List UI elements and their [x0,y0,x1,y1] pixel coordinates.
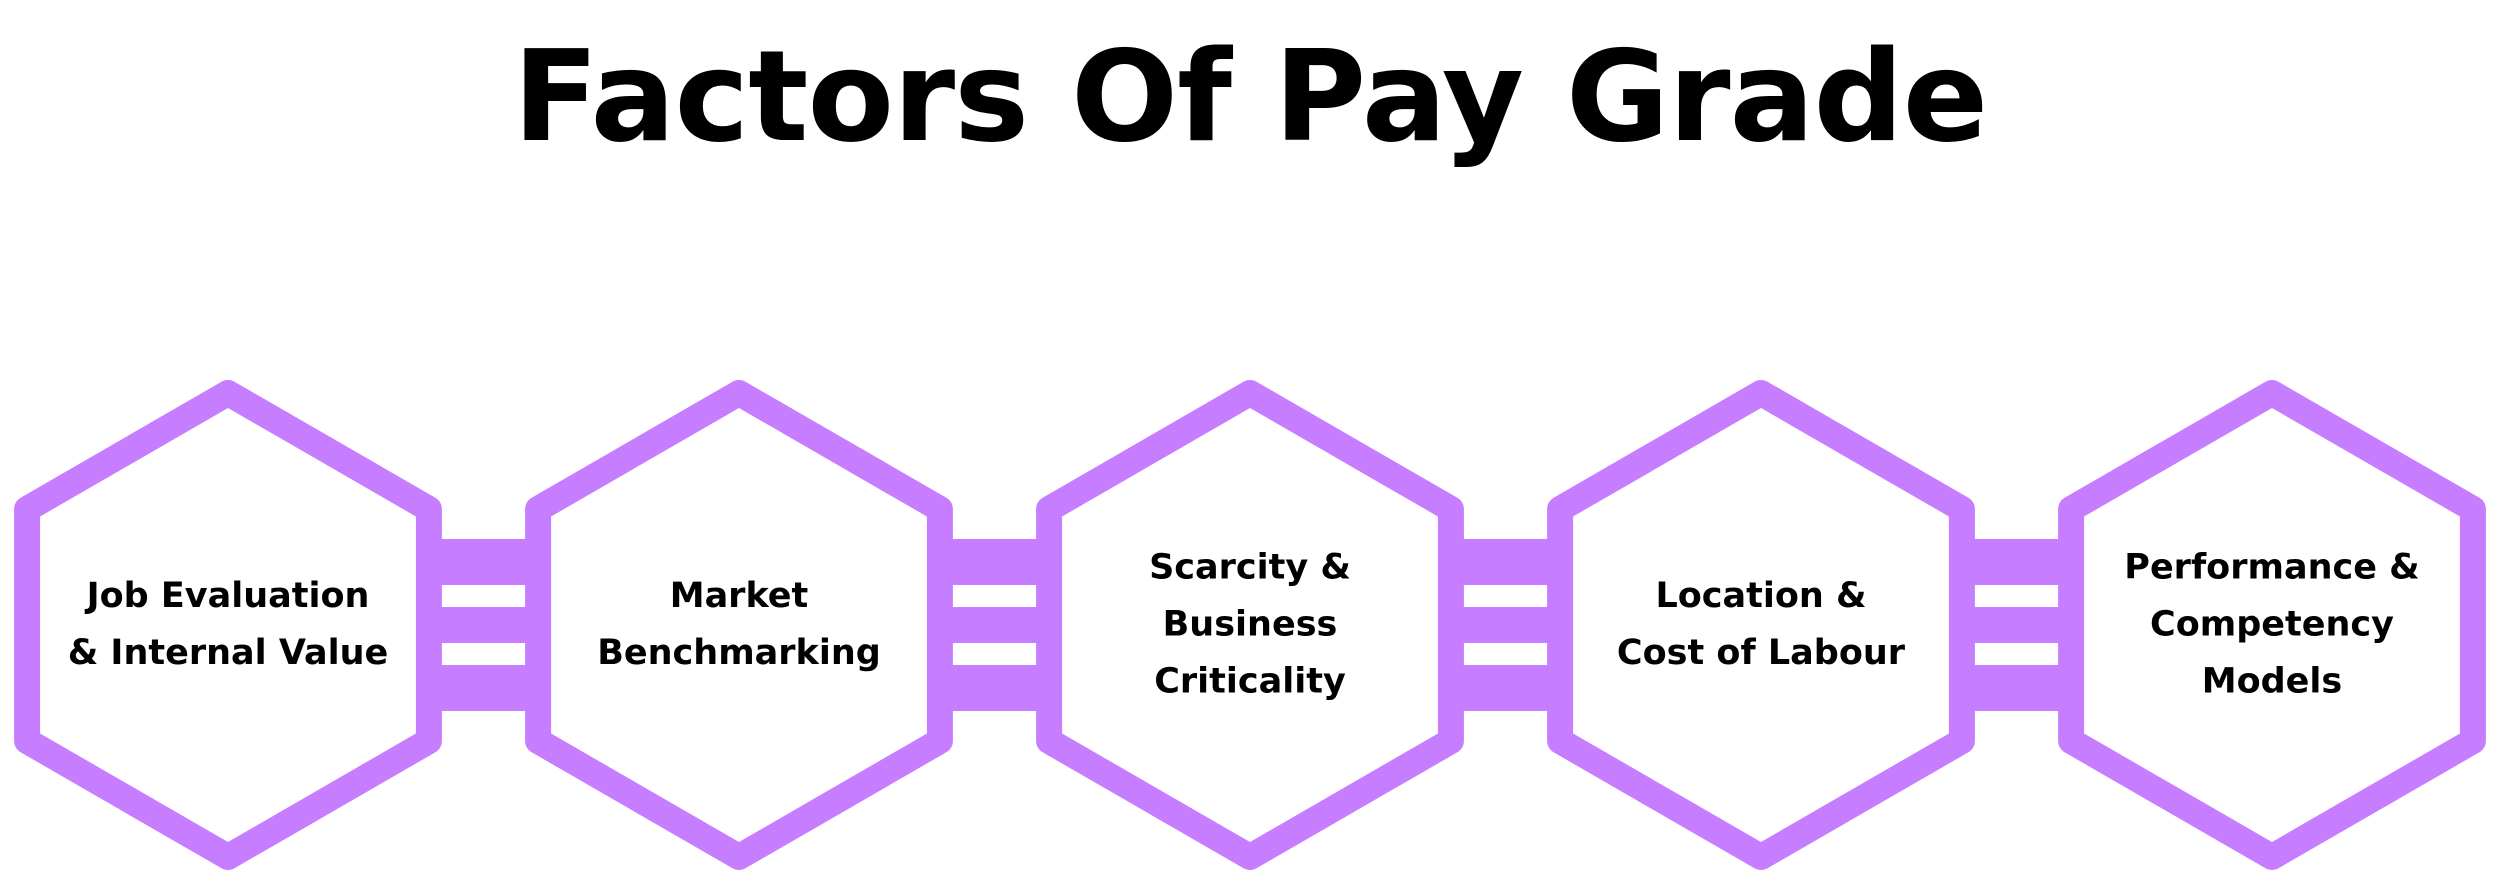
connector-4 [1956,539,2077,711]
factor-label-5: Performance & Competency Models [2124,547,2420,702]
factor-label-3: Scarcity & Business Criticality [1149,547,1351,702]
factor-label-1: Job Evaluation & Internal Value [67,576,389,673]
connector-1 [423,539,544,711]
connector-2 [934,539,1055,711]
hexagon-2 [525,380,953,870]
hexagon-4 [1547,380,1975,870]
hexagon-5 [2058,380,2486,870]
factor-label-4: Location & Cost of Labour [1616,576,1906,673]
page-title: Factors Of Pay Grade [512,23,1988,170]
hexagon-1 [14,380,442,870]
connector-3 [1445,539,1566,711]
connectors [423,539,2077,711]
hexagons [14,380,2486,870]
hexagon-3 [1036,380,1464,870]
factor-label-2: Market Benchmarking [597,576,881,673]
